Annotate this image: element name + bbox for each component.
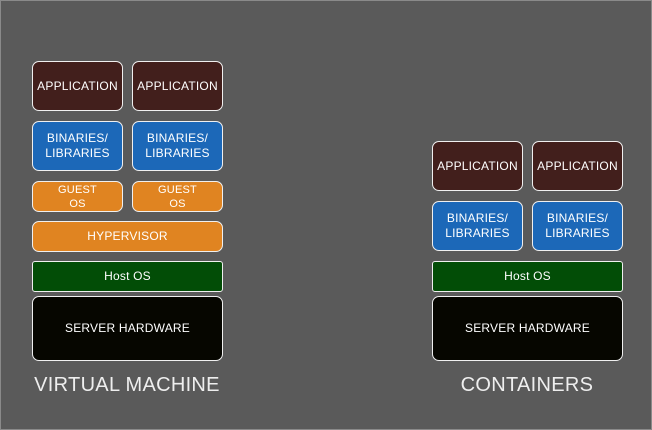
containers-caption: CONTAINERS bbox=[460, 374, 594, 396]
containers-host-os: Host OS bbox=[432, 261, 623, 292]
vm-binaries-libraries-left: BINARIES/ LIBRARIES bbox=[32, 121, 123, 171]
containers-binaries-libraries-left: BINARIES/ LIBRARIES bbox=[432, 201, 523, 251]
containers-binaries-libraries-right: BINARIES/ LIBRARIES bbox=[532, 201, 623, 251]
vm-hypervisor: HYPERVISOR bbox=[32, 221, 223, 252]
vm-guest-os-right: GUEST OS bbox=[132, 181, 223, 212]
containers-server-hardware: SERVER HARDWARE bbox=[432, 296, 623, 361]
vm-application-left: APPLICATION bbox=[32, 61, 123, 111]
vm-application-right: APPLICATION bbox=[132, 61, 223, 111]
containers-application-left: APPLICATION bbox=[432, 141, 523, 191]
containers-application-right: APPLICATION bbox=[532, 141, 623, 191]
vm-guest-os-left: GUEST OS bbox=[32, 181, 123, 212]
vm-host-os: Host OS bbox=[32, 261, 223, 292]
vm-binaries-libraries-right: BINARIES/ LIBRARIES bbox=[132, 121, 223, 171]
vm-server-hardware: SERVER HARDWARE bbox=[32, 296, 223, 361]
vm-caption: VIRTUAL MACHINE bbox=[34, 374, 220, 396]
